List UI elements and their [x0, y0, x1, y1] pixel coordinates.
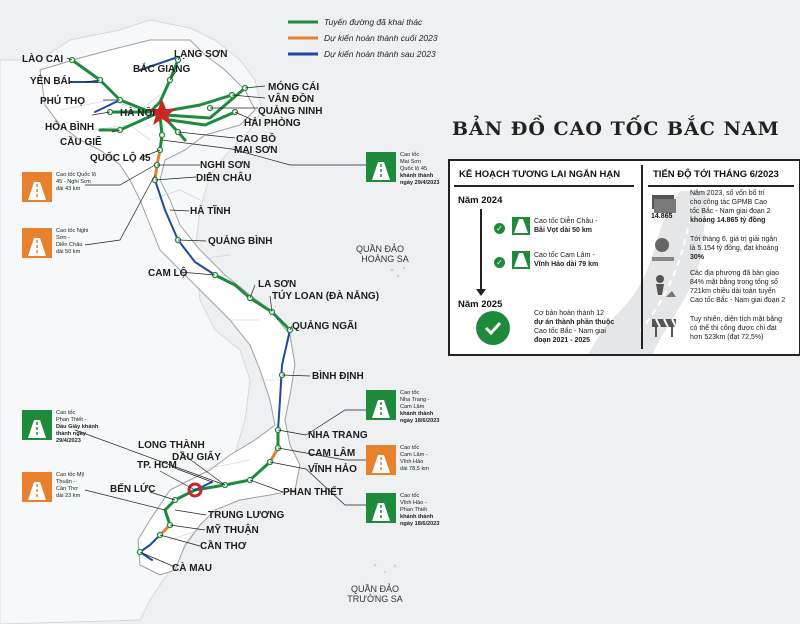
- highway-green-icon: [512, 217, 530, 235]
- city-quoc-lo-45: QUỐC LỘ 45: [90, 150, 151, 164]
- city-yen-bai: YÊN BÁI: [30, 74, 71, 87]
- city-can-tho: CẦN THƠ: [200, 539, 247, 552]
- progress-heading: TIẾN ĐỘ TỚI THÁNG 6/2023: [653, 169, 779, 180]
- legend-label-open: Tuyến đường đã khai thác: [324, 17, 423, 27]
- city-hoa-binh: HÒA BÌNH: [45, 120, 94, 133]
- city-phan-thiet: PHAN THIẾT: [283, 485, 343, 498]
- info-panel: KẾ HOẠCH TƯƠNG LAI NGẮN HẠN TIẾN ĐỘ TỚI …: [448, 159, 800, 356]
- city-binh-dinh: BÌNH ĐỊNH: [312, 369, 364, 382]
- city-ha-noi: HÀ NỘI: [120, 106, 155, 119]
- legend-label-2023: Dự kiến hoàn thành cuối 2023: [324, 33, 438, 43]
- check-circle-icon: ✓: [494, 223, 505, 234]
- city-tuy-loan: TÚY LOAN (ĐÀ NẴNG): [272, 289, 379, 302]
- plan-year-2025: Năm 2025: [458, 299, 503, 310]
- worker-digging-icon: [648, 273, 680, 301]
- city-hai-phong: HẢI PHÒNG: [244, 116, 301, 129]
- city-ha-tinh: HÀ TĨNH: [190, 204, 231, 217]
- legend-label-after: Dự kiến hoàn thành sau 2023: [324, 49, 436, 59]
- leader-lines: [66, 56, 370, 568]
- hanoi-star-icon: [148, 99, 176, 125]
- highway-orange-icon: [22, 172, 52, 202]
- page-title: BẢN ĐỒ CAO TỐC BẮC NAM: [452, 118, 780, 140]
- plan-item-cam-lam: Cao tốc Cam Lâm -Vĩnh Hảo dài 79 km: [534, 252, 599, 268]
- money-label: 14.865: [651, 213, 673, 220]
- islands-hoang-sa-line1: QUẦN ĐẢO: [356, 243, 404, 254]
- city-quang-ngai: QUẢNG NGÃI: [292, 319, 357, 332]
- city-my-thuan: MỸ THUẬN: [206, 523, 259, 536]
- barrier-icon: [648, 313, 680, 341]
- city-dau-giay: DẦU GIÂY: [172, 450, 221, 463]
- city-phu-tho: PHÚ THỌ: [40, 94, 85, 107]
- highway-green-icon: [22, 410, 52, 440]
- timeline-arrow-icon: [476, 289, 486, 296]
- city-trung-luong: TRUNG LƯƠNG: [208, 510, 284, 521]
- city-quang-ninh: QUẢNG NINH: [258, 104, 322, 117]
- city-mong-cai: MÓNG CÁI: [268, 80, 319, 93]
- money-stack-icon: [648, 191, 680, 219]
- island-dots: [373, 266, 406, 574]
- route-vinhhao-hcm-green: [193, 460, 272, 492]
- hcm-ring-icon: [187, 482, 203, 498]
- islands-truong-sa-line1: QUẦN ĐẢO: [351, 583, 399, 594]
- plan-item-dien-chau: Cao tốc Diễn Châu -Bãi Vọt dài 50 km: [534, 218, 598, 234]
- highway-green-icon: [366, 152, 396, 182]
- city-nghi-son: NGHI SƠN: [200, 160, 250, 171]
- islands-hoang-sa-line2: HOÀNG SA: [361, 254, 409, 264]
- highway-green-icon: [512, 251, 530, 269]
- road-graphic: [588, 191, 710, 354]
- city-quang-binh: QUẢNG BÌNH: [208, 234, 272, 247]
- city-lang-son: LẠNG SƠN: [174, 49, 228, 60]
- city-long-thanh: LONG THÀNH: [138, 438, 205, 451]
- timeline-line: [480, 209, 482, 293]
- vietnam-land: [39, 39, 301, 576]
- city-cao-bo: CAO BỒ: [236, 132, 276, 145]
- city-bac-giang: BẮC GIANG: [133, 62, 190, 75]
- plan-heading-rule: [454, 185, 634, 187]
- city-nha-trang: NHA TRANG: [308, 430, 368, 441]
- city-lao-cai: LÀO CAI: [22, 52, 63, 65]
- highway-green-icon: [366, 493, 396, 523]
- route-quangngai-nhatrang-blue: [277, 329, 291, 431]
- plan-year-2024: Năm 2024: [458, 195, 503, 206]
- city-cam-lam: CAM LÂM: [308, 446, 355, 459]
- city-van-don: VÂN ĐỒN: [268, 92, 314, 105]
- route-hcm-mythuan-green: [163, 488, 197, 527]
- city-ben-luc: BẾN LỨC: [110, 482, 156, 495]
- highway-orange-icon: [366, 445, 396, 475]
- city-vinh-hao: VĨNH HẢO: [308, 462, 357, 475]
- column-divider: [641, 165, 643, 349]
- highway-green-icon: [366, 390, 396, 420]
- highway-orange-icon: [22, 228, 52, 258]
- city-cau-gie: CẦU GIẼ: [60, 135, 102, 148]
- progress-heading-rule: [648, 185, 794, 187]
- city-la-son: LA SƠN: [258, 279, 296, 290]
- city-tp-hcm: TP. HCM: [137, 460, 177, 471]
- legend: Tuyến đường đã khai thác Dự kiến hoàn th…: [288, 17, 438, 59]
- highway-orange-icon: [22, 472, 52, 502]
- big-check-icon: [476, 311, 510, 345]
- city-mai-son: MAI SƠN: [234, 145, 278, 156]
- coin-hand-icon: [648, 235, 680, 263]
- city-dien-chau: DIỄN CHÂU: [196, 171, 252, 184]
- city-cam-lo: CAM LỘ: [148, 266, 188, 279]
- city-ca-mau: CÀ MAU: [172, 561, 212, 574]
- plan-heading: KẾ HOẠCH TƯƠNG LAI NGẮN HẠN: [459, 169, 621, 180]
- check-circle-icon: ✓: [494, 257, 505, 268]
- islands-truong-sa-line2: TRƯỜNG SA: [347, 594, 402, 604]
